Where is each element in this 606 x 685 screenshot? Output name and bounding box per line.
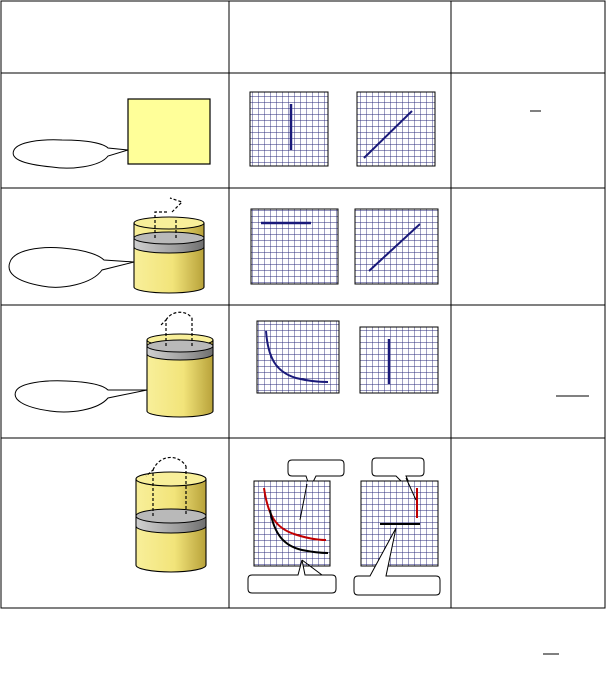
row-2-illustration (8, 197, 205, 294)
row-3-graphs (256, 320, 439, 394)
table-grid (0, 0, 606, 609)
grid-graph-icon (356, 91, 436, 167)
dashed-arrow-icon (154, 197, 184, 238)
callout-bubble-icon (353, 527, 441, 596)
callout-bubble-icon (14, 380, 148, 413)
grid-graph-icon (249, 91, 329, 167)
box-icon (127, 98, 211, 165)
piston-icon (135, 508, 207, 534)
row-1-graphs (249, 91, 436, 167)
dashed-arrow-icon (159, 311, 193, 346)
row-3-illustration (14, 311, 214, 418)
row-2-graphs (250, 208, 439, 285)
row-4-graphs (247, 457, 441, 596)
callout-bubble-icon (8, 247, 135, 288)
row-1-illustration (12, 98, 211, 169)
row-4-illustration (135, 456, 207, 573)
piston-icon (146, 339, 214, 361)
callout-bubble-icon (12, 139, 129, 169)
piston-icon (133, 231, 205, 254)
cylinder-icon (133, 216, 205, 294)
dashed-arrow-icon (145, 456, 187, 516)
grid-graph-icon (359, 326, 439, 394)
grid-graph-icon (250, 208, 339, 285)
callout-bubble-icon (247, 559, 337, 594)
